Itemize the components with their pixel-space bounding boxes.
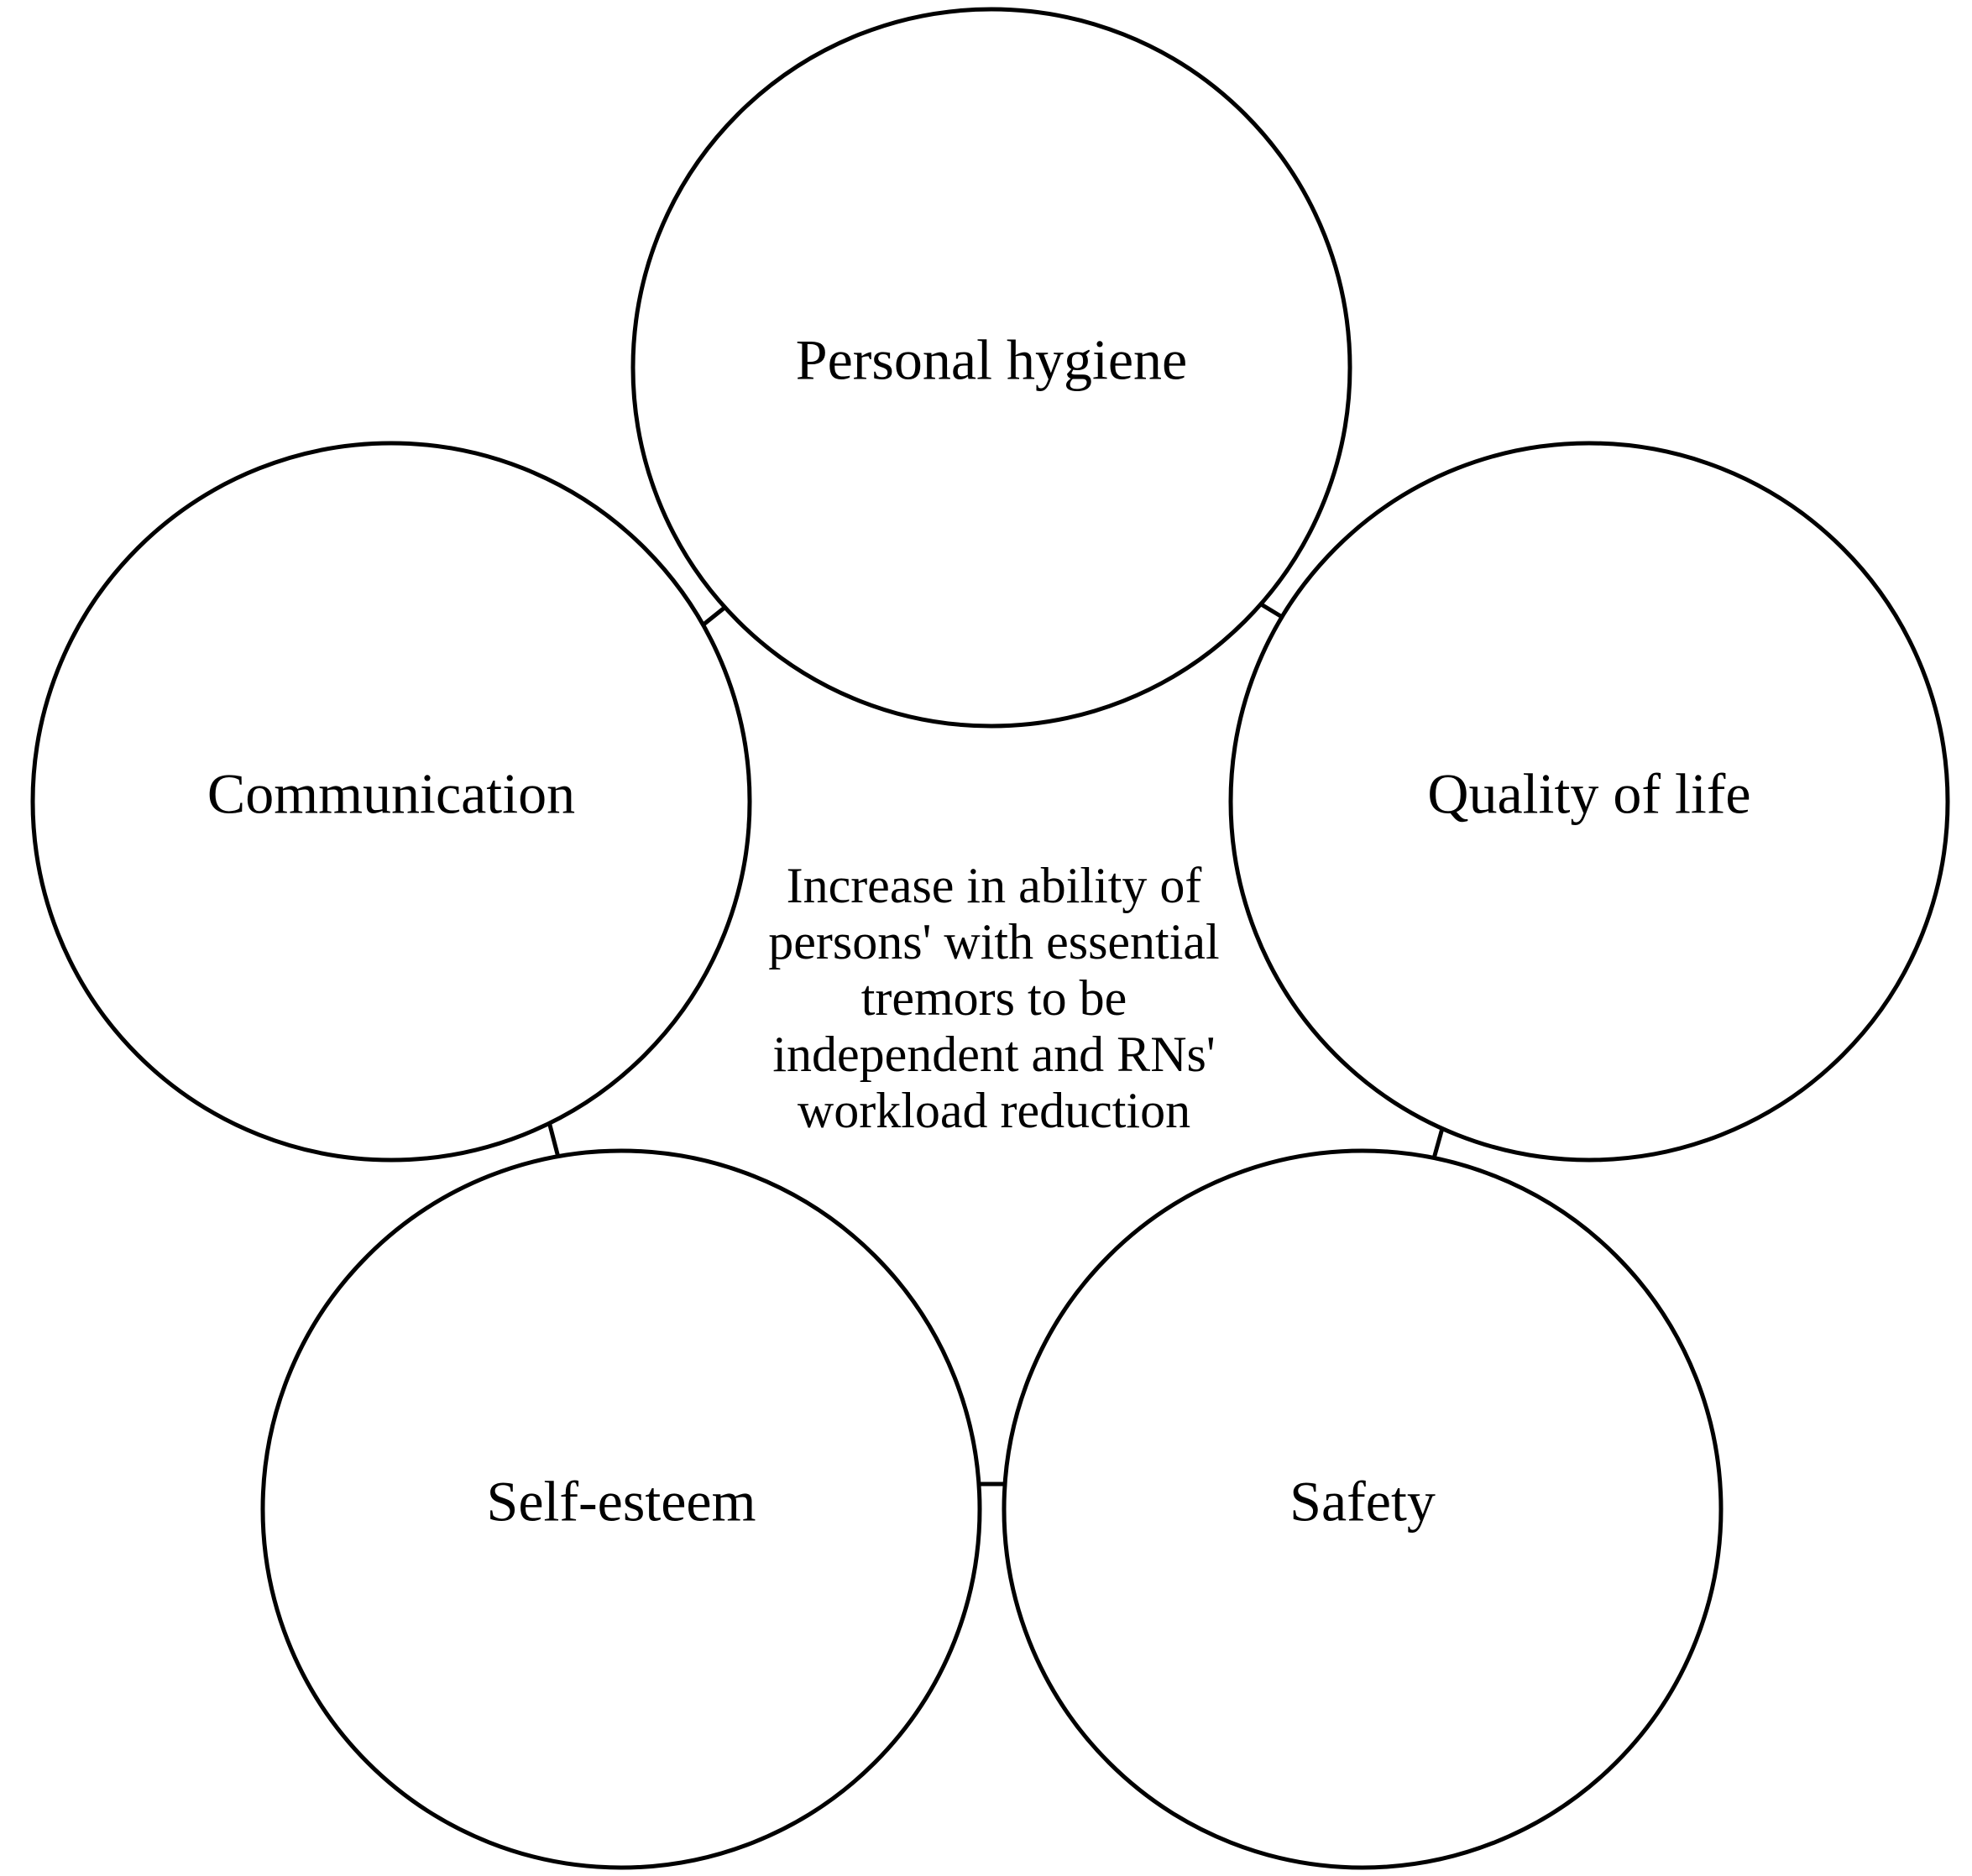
circle-communication xyxy=(30,441,752,1163)
label-safety: Safety xyxy=(1289,1470,1436,1534)
node-communication: Communication xyxy=(30,441,752,1163)
label-quality-of-life: Quality of life xyxy=(1427,762,1750,826)
node-quality-of-life: Quality of life xyxy=(1228,441,1950,1163)
label-self-esteem: Self-esteem xyxy=(487,1470,756,1534)
center-text-line-3: tremors to be xyxy=(861,970,1127,1026)
center-text-line-5: workload reduction xyxy=(798,1083,1190,1138)
node-personal-hygiene: Personal hygiene xyxy=(630,7,1352,729)
circle-personal-hygiene xyxy=(630,7,1352,729)
center-text-line-2: persons' with essential xyxy=(768,914,1219,969)
label-communication: Communication xyxy=(207,762,575,826)
node-self-esteem: Self-esteem xyxy=(260,1148,982,1870)
node-safety: Safety xyxy=(1002,1148,1724,1870)
circle-safety xyxy=(1002,1148,1724,1870)
center-text-line-1: Increase in ability of xyxy=(787,858,1202,913)
center-text: Increase in ability of persons' with ess… xyxy=(768,858,1219,1138)
center-text-line-4: independent and RNs' xyxy=(772,1027,1215,1082)
circle-quality-of-life xyxy=(1228,441,1950,1163)
circle-self-esteem xyxy=(260,1148,982,1870)
label-personal-hygiene: Personal hygiene xyxy=(796,328,1187,392)
